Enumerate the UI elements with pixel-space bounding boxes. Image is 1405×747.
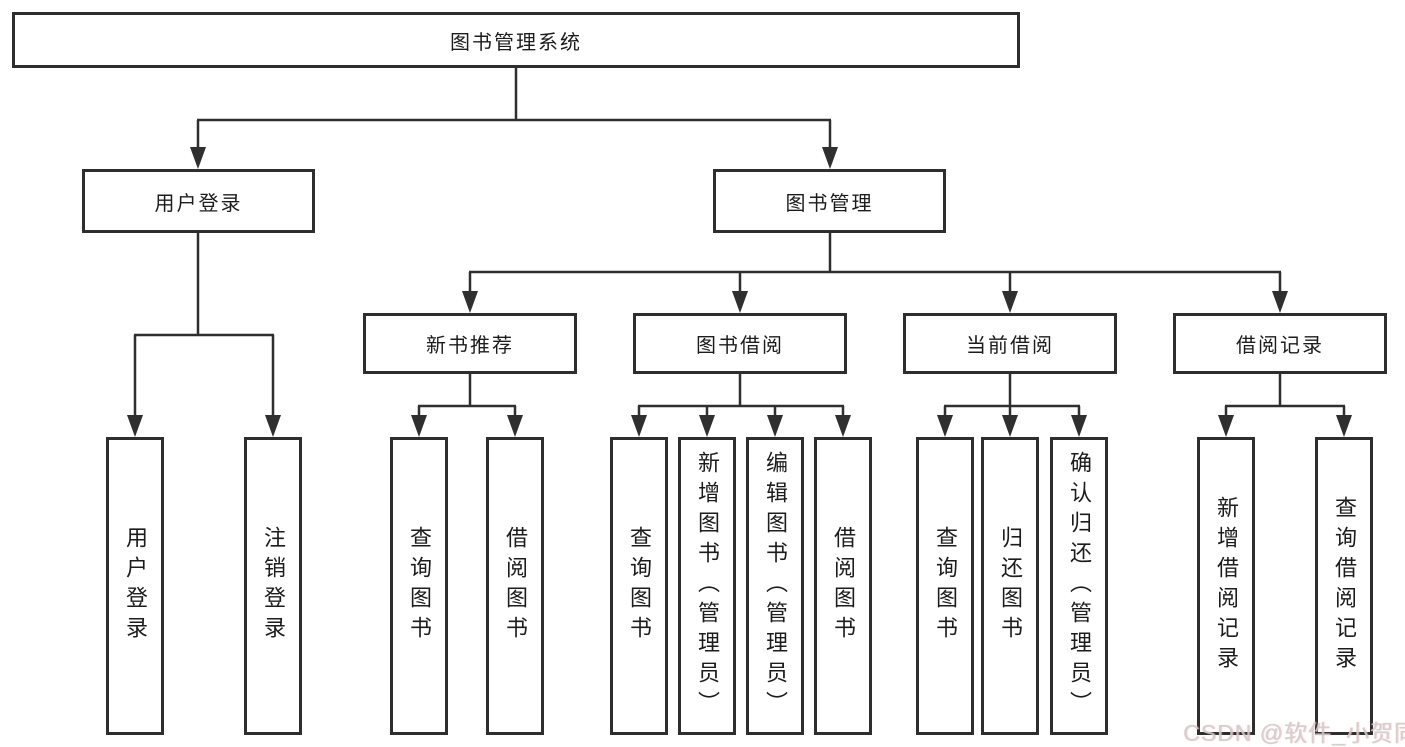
leaf-return-books: 归还图书 — [981, 437, 1039, 735]
leaf-query-books: 查询图书 — [390, 437, 448, 735]
node-label: 新书推荐 — [426, 335, 514, 357]
arrowhead — [507, 415, 523, 437]
arrowhead — [1272, 291, 1288, 313]
leaf-query-books: 查询图书 — [610, 437, 668, 735]
arrowhead — [265, 415, 281, 437]
arrowhead — [411, 415, 427, 437]
node-book-borrow: 图书借阅 — [633, 313, 847, 374]
node-label: 图书借阅 — [696, 335, 784, 357]
node-book-management-system: 图书管理系统 — [12, 12, 1020, 68]
arrowhead — [190, 147, 206, 169]
edge-book-borrow-to-leaves — [631, 374, 851, 437]
arrowhead — [1336, 415, 1352, 437]
node-book-management: 图书管理 — [713, 169, 946, 233]
arrowhead — [767, 415, 783, 437]
node-user-login: 用户登录 — [82, 169, 315, 233]
edge-borrow-records-to-leaves — [1218, 374, 1352, 437]
arrowhead — [699, 415, 715, 437]
edge-book-management-to-level3 — [462, 233, 1288, 313]
edge-user-login-to-leaves — [127, 233, 281, 437]
arrowhead — [462, 291, 478, 313]
node-current-borrow: 当前借阅 — [903, 313, 1117, 374]
node-label: 当前借阅 — [966, 335, 1054, 357]
csdn-watermark: CSDN @软件_小贺同学 — [1183, 720, 1405, 746]
arrowhead — [1218, 415, 1234, 437]
edge-current-borrow-to-leaves — [937, 374, 1087, 437]
edge-new-book-recommend-to-leaves — [411, 374, 523, 437]
node-label: 查询图书 — [627, 526, 652, 646]
node-label: 查询借阅记录 — [1332, 496, 1357, 676]
node-label: 确认归还（管理员） — [1067, 451, 1092, 721]
node-label: 归还图书 — [998, 526, 1023, 646]
node-label: 用户登录 — [154, 192, 243, 215]
edge-root-to-level2 — [190, 68, 838, 169]
leaf-borrow-books: 借阅图书 — [486, 437, 544, 735]
node-new-book-recommend: 新书推荐 — [363, 313, 577, 374]
node-label: 借阅图书 — [831, 526, 856, 646]
node-label: 查询图书 — [407, 526, 432, 646]
node-label: 用户登录 — [123, 526, 148, 646]
node-label: 注销登录 — [261, 526, 286, 646]
arrowhead — [1071, 415, 1087, 437]
node-label: 借阅图书 — [503, 526, 528, 646]
leaf-query-borrow-record: 查询借阅记录 — [1315, 437, 1373, 735]
leaf-logout: 注销登录 — [244, 437, 302, 735]
node-label: 借阅记录 — [1236, 335, 1324, 357]
leaf-add-books-admin: 新增图书（管理员） — [678, 437, 736, 735]
arrowhead — [937, 415, 953, 437]
node-borrow-records: 借阅记录 — [1173, 313, 1387, 374]
node-label: 图书管理 — [785, 192, 874, 215]
node-label: 查询图书 — [933, 526, 958, 646]
arrowhead — [631, 415, 647, 437]
arrowhead — [1002, 291, 1018, 313]
node-label: 新增借阅记录 — [1214, 496, 1239, 676]
arrowhead — [822, 147, 838, 169]
leaf-user-login: 用户登录 — [106, 437, 164, 735]
node-label: 图书管理系统 — [450, 31, 582, 54]
arrowhead — [732, 291, 748, 313]
leaf-edit-books-admin: 编辑图书（管理员） — [746, 437, 804, 735]
node-label: 新增图书（管理员） — [695, 451, 720, 721]
arrowhead — [127, 415, 143, 437]
leaf-add-borrow-record: 新增借阅记录 — [1197, 437, 1255, 735]
leaf-query-books: 查询图书 — [916, 437, 974, 735]
leaf-confirm-return-admin: 确认归还（管理员） — [1050, 437, 1108, 735]
node-label: 编辑图书（管理员） — [763, 451, 788, 721]
leaf-borrow-books: 借阅图书 — [814, 437, 872, 735]
arrowhead — [1002, 415, 1018, 437]
arrowhead — [835, 415, 851, 437]
